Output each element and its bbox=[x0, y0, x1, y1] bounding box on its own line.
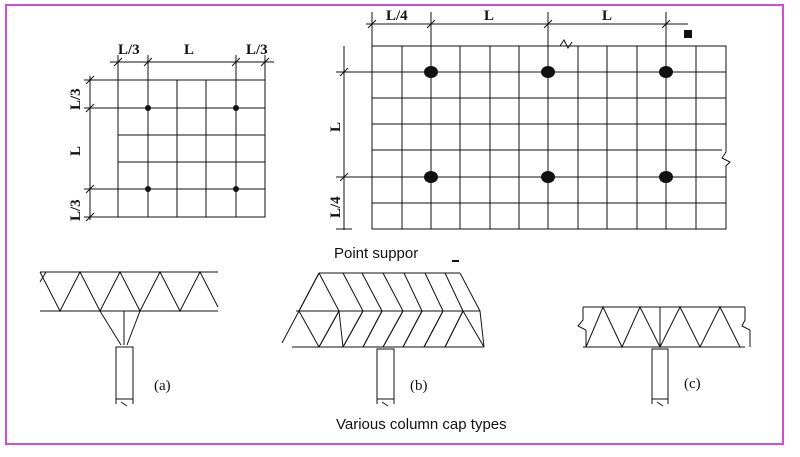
column-point bbox=[233, 105, 239, 111]
column-point bbox=[145, 105, 151, 111]
dim-label: L bbox=[328, 122, 344, 132]
column-point bbox=[541, 66, 555, 78]
cap-label-c: (c) bbox=[684, 376, 701, 392]
dim-label: L bbox=[484, 8, 494, 24]
left-column-points bbox=[145, 105, 239, 192]
column-point bbox=[424, 171, 438, 183]
column-point bbox=[659, 66, 673, 78]
cap-type-b bbox=[281, 272, 485, 407]
column-point bbox=[424, 66, 438, 78]
left-top-dimension bbox=[110, 55, 274, 80]
dim-label: L/3 bbox=[118, 42, 140, 58]
column-point bbox=[541, 171, 555, 183]
figure-border bbox=[5, 4, 784, 445]
left-grid bbox=[117, 79, 266, 218]
dim-label: L/3 bbox=[246, 42, 268, 58]
dim-label: L bbox=[184, 42, 194, 58]
left-side-dimension bbox=[84, 75, 118, 222]
caption-bottom: Various column cap types bbox=[336, 416, 507, 433]
cap-label-a: (a) bbox=[154, 378, 171, 394]
dim-label: L bbox=[68, 146, 84, 156]
dim-label: L/3 bbox=[68, 199, 84, 221]
caption-top: Point suppor bbox=[334, 245, 418, 262]
right-column-points bbox=[424, 66, 673, 183]
cap-type-c bbox=[577, 305, 751, 407]
dim-label: L/4 bbox=[328, 196, 344, 218]
cap-label-b: (b) bbox=[410, 378, 428, 394]
right-side-dimension bbox=[336, 46, 372, 230]
corner-marker bbox=[684, 30, 692, 38]
right-top-dimension bbox=[366, 12, 688, 49]
column-point bbox=[659, 171, 673, 183]
right-grid bbox=[371, 45, 731, 230]
cap-type-a bbox=[39, 270, 219, 407]
column-point bbox=[145, 186, 151, 192]
stray-mark bbox=[452, 260, 459, 262]
dim-label: L/3 bbox=[68, 88, 84, 110]
column-point bbox=[233, 186, 239, 192]
dim-label: L bbox=[602, 8, 612, 24]
dim-label: L/4 bbox=[386, 8, 408, 24]
